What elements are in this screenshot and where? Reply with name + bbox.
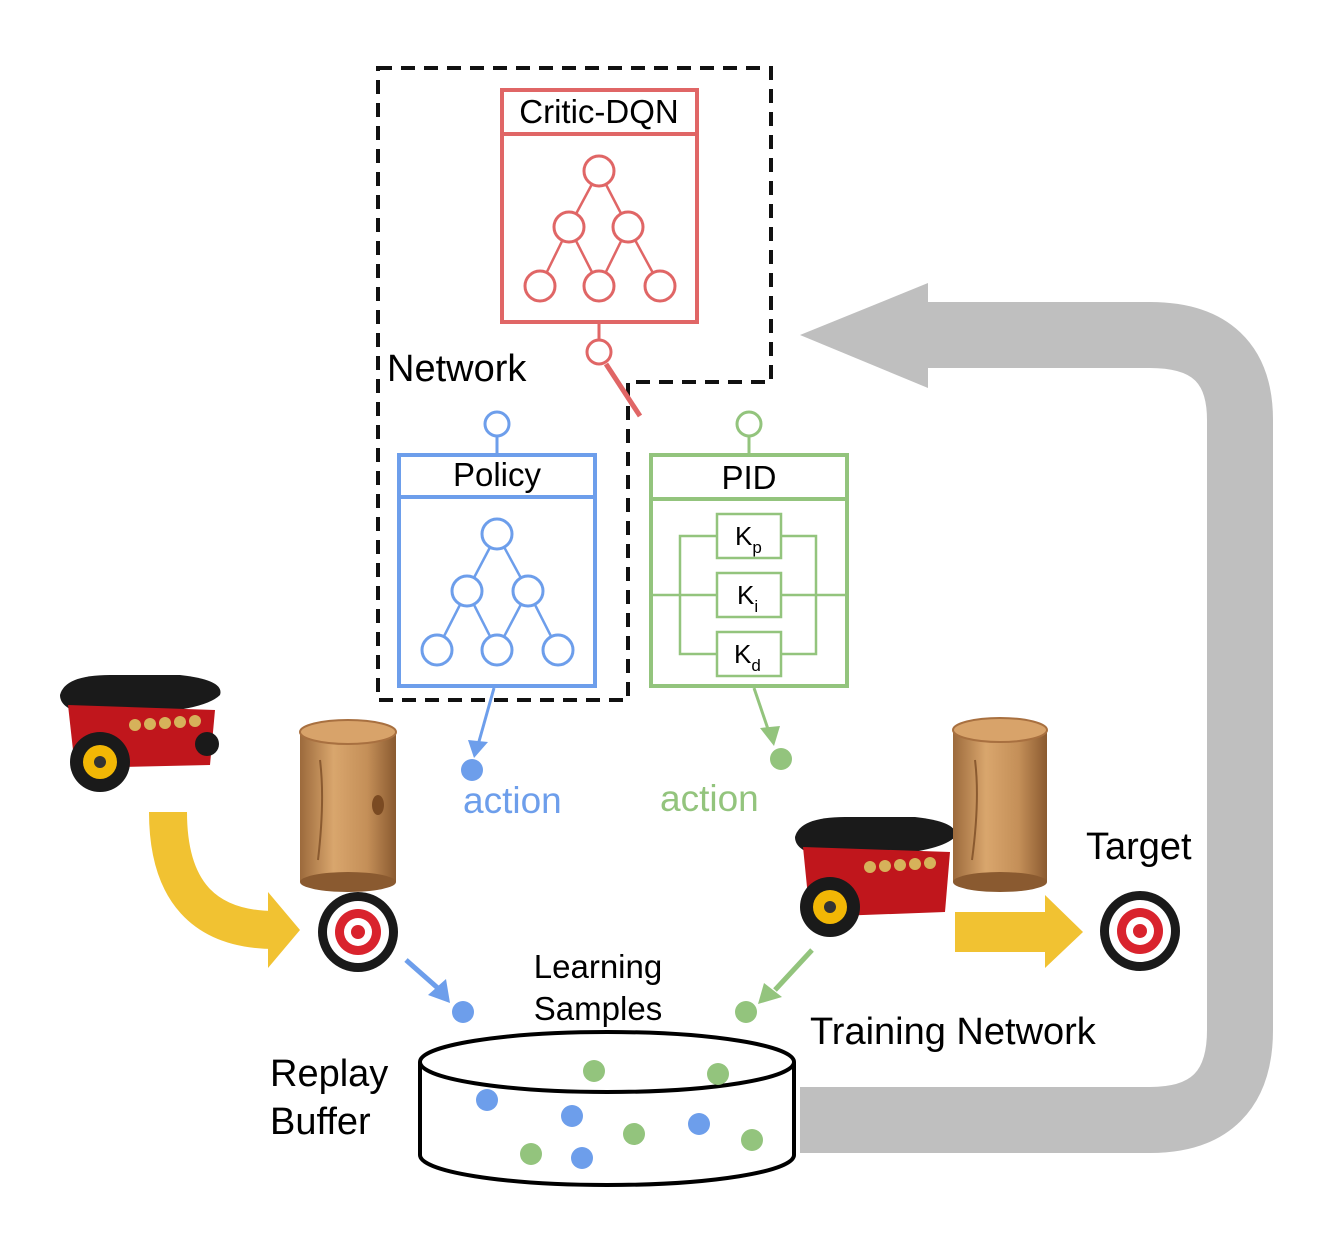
ki-label: Ki bbox=[737, 580, 758, 616]
replay-buffer bbox=[418, 1030, 796, 1187]
replay-buffer-line1: Replay bbox=[270, 1053, 388, 1095]
network-label: Network bbox=[387, 348, 527, 390]
network-dashed-box bbox=[376, 66, 773, 702]
policy-title: Policy bbox=[453, 456, 542, 493]
pid-title: PID bbox=[721, 459, 776, 496]
robot-icon bbox=[795, 817, 956, 937]
robot-icon bbox=[60, 675, 221, 792]
kp-label: Kp bbox=[735, 521, 762, 557]
kd-label: Kd bbox=[734, 639, 761, 675]
learning-samples-line2: Samples bbox=[534, 990, 662, 1027]
critic-dqn-block bbox=[500, 88, 699, 418]
wood-log-icon bbox=[299, 719, 397, 892]
pid-block bbox=[649, 410, 849, 770]
right-move-arrow bbox=[955, 895, 1083, 968]
learning-samples-line1: Learning bbox=[534, 948, 662, 985]
target-label: Target bbox=[1086, 826, 1192, 868]
target-icon bbox=[318, 892, 398, 972]
blue-sample-arrow bbox=[404, 958, 474, 1023]
pid-action-label: action bbox=[660, 778, 759, 819]
buffer-samples bbox=[476, 1060, 763, 1169]
green-sample-arrow bbox=[735, 948, 814, 1023]
left-move-arrow bbox=[149, 811, 300, 968]
target-icon bbox=[1100, 891, 1180, 971]
wood-log-icon bbox=[952, 717, 1048, 892]
critic-dqn-title: Critic-DQN bbox=[519, 93, 678, 130]
policy-block bbox=[397, 410, 597, 781]
training-network-label: Training Network bbox=[810, 1011, 1097, 1053]
policy-action-label: action bbox=[463, 780, 562, 821]
replay-buffer-line2: Buffer bbox=[270, 1101, 371, 1143]
feedback-arrow bbox=[800, 283, 1273, 1153]
